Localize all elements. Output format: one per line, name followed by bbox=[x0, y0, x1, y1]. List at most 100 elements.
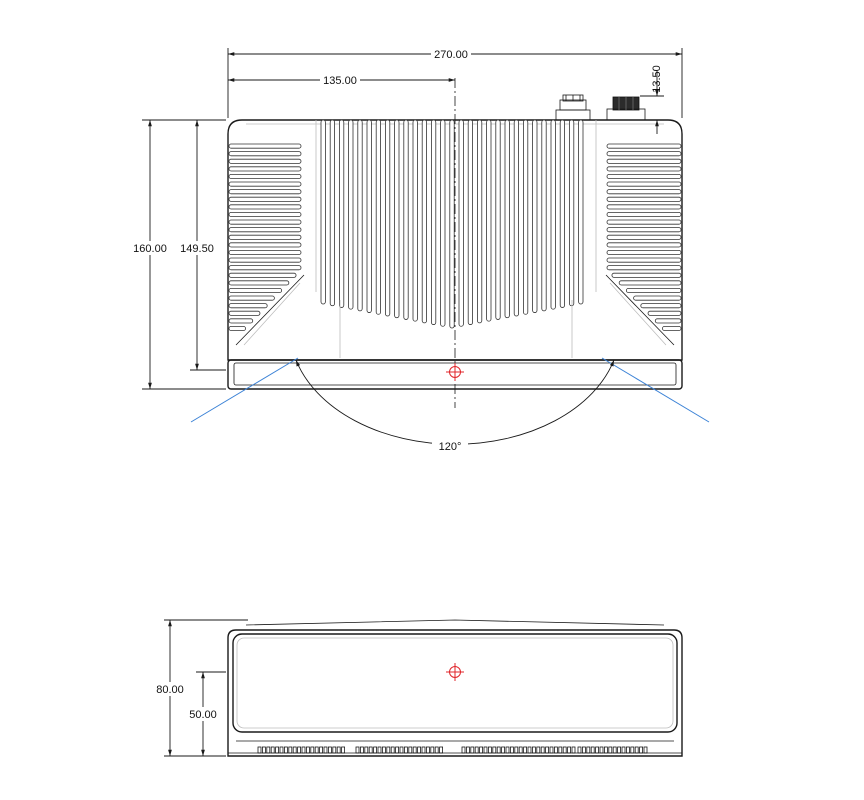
dim-half-width: 135.00 bbox=[323, 75, 357, 87]
vent-slot bbox=[606, 265, 682, 271]
heatsink-fin bbox=[504, 119, 510, 319]
bottom-vent bbox=[540, 746, 545, 754]
dim-overall-width: 270.00 bbox=[434, 49, 468, 61]
bottom-vent bbox=[288, 746, 293, 754]
heatsink-fin bbox=[532, 119, 538, 313]
vent-slot bbox=[228, 181, 302, 187]
connector-right bbox=[606, 96, 646, 121]
vent-slot bbox=[633, 295, 682, 301]
bottom-vent bbox=[562, 746, 567, 754]
bottom-vent bbox=[425, 746, 430, 754]
right-vent-slots bbox=[606, 143, 682, 331]
vent-slot bbox=[611, 272, 682, 278]
bottom-vent bbox=[571, 746, 576, 754]
bottom-vent bbox=[270, 746, 275, 754]
heatsink-fin bbox=[430, 119, 437, 325]
bottom-vent bbox=[412, 746, 417, 754]
left-vent-slots bbox=[228, 143, 302, 331]
bottom-vent bbox=[314, 746, 319, 754]
vent-slot bbox=[606, 204, 682, 210]
bottom-vent bbox=[368, 746, 373, 754]
vent-slot bbox=[228, 249, 302, 255]
bottom-vent bbox=[501, 746, 506, 754]
vent-slot bbox=[606, 211, 682, 217]
bottom-vent bbox=[408, 746, 413, 754]
vent-slot bbox=[606, 196, 682, 202]
bottom-vent bbox=[279, 746, 284, 754]
vent-slot bbox=[606, 242, 682, 248]
side-view: 80.00 50.00 bbox=[154, 619, 683, 757]
vent-slot bbox=[606, 227, 682, 233]
vent-slot bbox=[606, 173, 682, 179]
bottom-vent bbox=[305, 746, 310, 754]
bottom-vent bbox=[545, 746, 549, 754]
bottom-vent bbox=[536, 746, 541, 754]
bottom-vent bbox=[395, 746, 400, 754]
dim-body-height: 149.50 bbox=[180, 243, 214, 255]
vent-slot bbox=[647, 310, 682, 316]
bottom-vent bbox=[590, 746, 595, 754]
heatsink-fin bbox=[421, 119, 428, 324]
bottom-vent bbox=[301, 746, 306, 754]
bottom-vent bbox=[319, 746, 324, 754]
vent-slot bbox=[228, 310, 261, 316]
bottom-vent bbox=[634, 746, 639, 754]
bottom-vent bbox=[474, 746, 479, 754]
bottom-vent bbox=[377, 746, 382, 754]
bottom-vent bbox=[509, 746, 514, 754]
heatsink-fin bbox=[550, 119, 556, 310]
vent-slot bbox=[606, 189, 682, 195]
bottom-vent bbox=[612, 746, 617, 754]
vent-slot bbox=[228, 189, 302, 195]
bottom-vent bbox=[617, 746, 621, 754]
bottom-vent bbox=[558, 746, 563, 754]
bottom-vent bbox=[586, 746, 591, 754]
vent-slot bbox=[228, 204, 302, 210]
vent-slot bbox=[228, 272, 297, 278]
heatsink-fin bbox=[440, 119, 446, 327]
bottom-vent bbox=[266, 746, 271, 754]
vent-slot bbox=[228, 295, 275, 301]
bottom-vent bbox=[261, 746, 266, 754]
bottom-vent bbox=[297, 746, 302, 754]
bottom-vent bbox=[461, 746, 466, 754]
vent-slot bbox=[228, 196, 302, 202]
heatsink-fin bbox=[467, 119, 474, 325]
heatsink-fin bbox=[366, 119, 372, 313]
vent-slot bbox=[618, 280, 682, 286]
bottom-vent bbox=[417, 746, 422, 754]
vent-slot bbox=[606, 166, 682, 172]
connector-left bbox=[555, 94, 591, 121]
vent-slot bbox=[606, 181, 682, 187]
bottom-vent bbox=[639, 746, 643, 754]
side-dim-mount-height: 50.00 bbox=[189, 709, 217, 721]
heatsink-fin bbox=[329, 119, 336, 307]
heatsink-fins bbox=[320, 119, 584, 329]
bottom-vent bbox=[434, 746, 439, 754]
bottom-vent bbox=[332, 746, 337, 754]
heatsink-fin bbox=[569, 119, 575, 307]
bottom-vent bbox=[470, 746, 475, 754]
vent-slot bbox=[228, 257, 302, 263]
vent-slot bbox=[228, 242, 302, 248]
vent-slot bbox=[606, 234, 682, 240]
bottom-vent bbox=[283, 746, 288, 754]
bottom-vent bbox=[310, 746, 315, 754]
heatsink-fin bbox=[513, 119, 520, 317]
vent-slot bbox=[228, 265, 302, 271]
bottom-vent bbox=[643, 746, 648, 754]
bottom-vent bbox=[341, 746, 346, 754]
bottom-vent bbox=[430, 746, 435, 754]
bottom-vent bbox=[514, 746, 519, 754]
bottom-vent bbox=[439, 746, 444, 754]
heatsink-fin bbox=[541, 119, 547, 312]
heatsink-fin bbox=[384, 119, 391, 317]
center-mark-top bbox=[446, 363, 464, 381]
vent-slot bbox=[228, 173, 302, 179]
bottom-vent bbox=[364, 746, 369, 754]
vent-slot bbox=[228, 287, 283, 293]
vent-slot bbox=[228, 143, 302, 149]
heatsink-fin bbox=[412, 119, 418, 322]
side-front-face bbox=[232, 633, 678, 733]
